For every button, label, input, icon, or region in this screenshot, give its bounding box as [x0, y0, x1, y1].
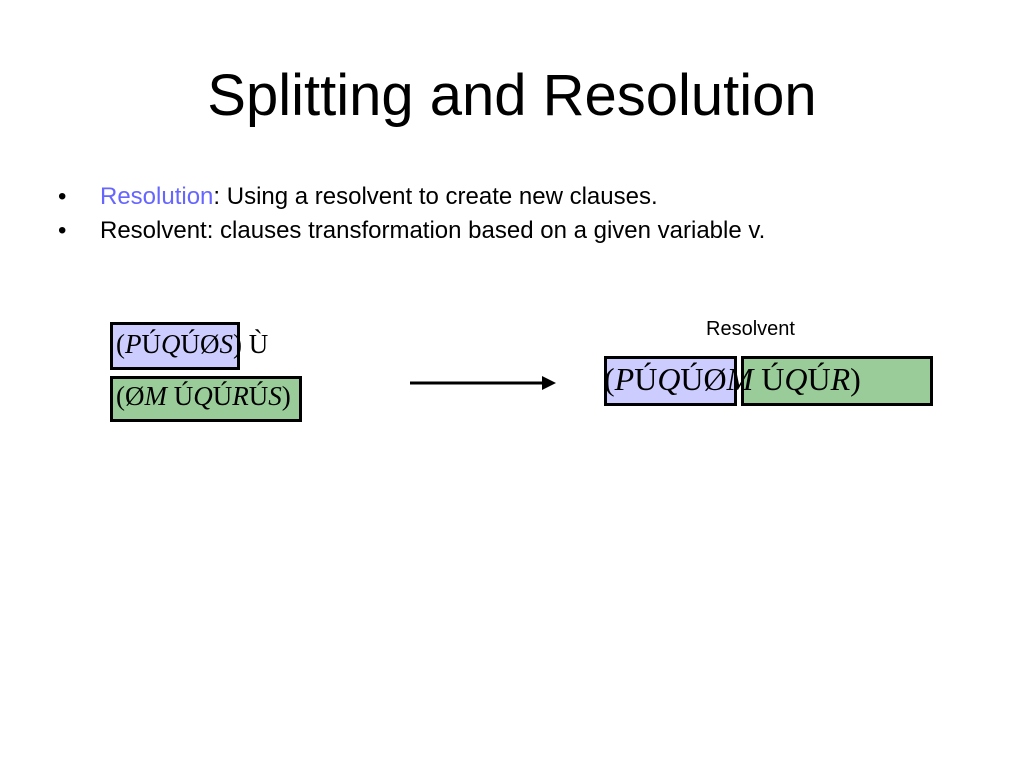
variable-q: Q: [784, 361, 808, 397]
bullet-icon: •: [58, 217, 67, 244]
clause2-formula: (ØM ÚQÚRÚS): [116, 378, 291, 414]
and-symbol: Ù: [248, 329, 269, 359]
clause2-highlight-box: [110, 376, 302, 422]
or-symbol: Ú: [212, 381, 233, 411]
or-symbol: Ú: [180, 329, 201, 359]
or-symbol: Ú: [173, 381, 194, 411]
variable-m: M: [144, 381, 168, 411]
bullet-item-resolution: • Resolution: Using a resolvent to creat…: [58, 180, 765, 214]
resolvent-label: Resolvent: [706, 318, 795, 340]
variable-m: M: [726, 361, 754, 397]
slide-title: Splitting and Resolution: [207, 63, 817, 128]
bullet-list: • Resolution: Using a resolvent to creat…: [58, 180, 765, 248]
not-symbol: Ø: [125, 381, 145, 411]
resolution-term: Resolution: [100, 183, 214, 210]
or-symbol: Ú: [680, 361, 704, 397]
or-symbol: Ú: [141, 329, 162, 359]
resolvent-green-box: [741, 356, 933, 406]
paren: (: [116, 329, 125, 359]
or-symbol: Ú: [761, 361, 785, 397]
paren: (: [604, 361, 615, 397]
bullet-icon: •: [58, 183, 67, 210]
variable-p: P: [125, 329, 142, 359]
or-symbol: Ú: [807, 361, 831, 397]
variable-q: Q: [193, 381, 213, 411]
variable-p: P: [614, 361, 635, 397]
not-symbol: Ø: [703, 361, 727, 397]
clause1-highlight-box: [110, 322, 240, 370]
paren: (: [116, 381, 125, 411]
or-symbol: Ú: [248, 381, 269, 411]
paren: ): [850, 361, 861, 397]
variable-q: Q: [161, 329, 181, 359]
bullet-text: Resolvent: clauses transformation based …: [100, 217, 766, 244]
variable-s: S: [268, 381, 282, 411]
bullet-item-resolvent: • Resolvent: clauses transformation base…: [58, 214, 765, 248]
variable-s: S: [219, 329, 234, 359]
variable-r: R: [830, 361, 851, 397]
variable-q: Q: [657, 361, 681, 397]
paren: ): [233, 329, 242, 359]
resolvent-blue-box: [604, 356, 737, 406]
variable-r: R: [232, 381, 249, 411]
resolvent-formula: (PÚQÚØM ÚQÚR): [604, 358, 861, 400]
or-symbol: Ú: [634, 361, 658, 397]
clause1-formula: (PÚQÚØS) Ù: [116, 326, 268, 362]
right-arrow-icon: [410, 376, 556, 390]
paren: ): [281, 381, 291, 411]
bullet-text: : Using a resolvent to create new clause…: [213, 183, 658, 210]
not-symbol: Ø: [200, 329, 220, 359]
